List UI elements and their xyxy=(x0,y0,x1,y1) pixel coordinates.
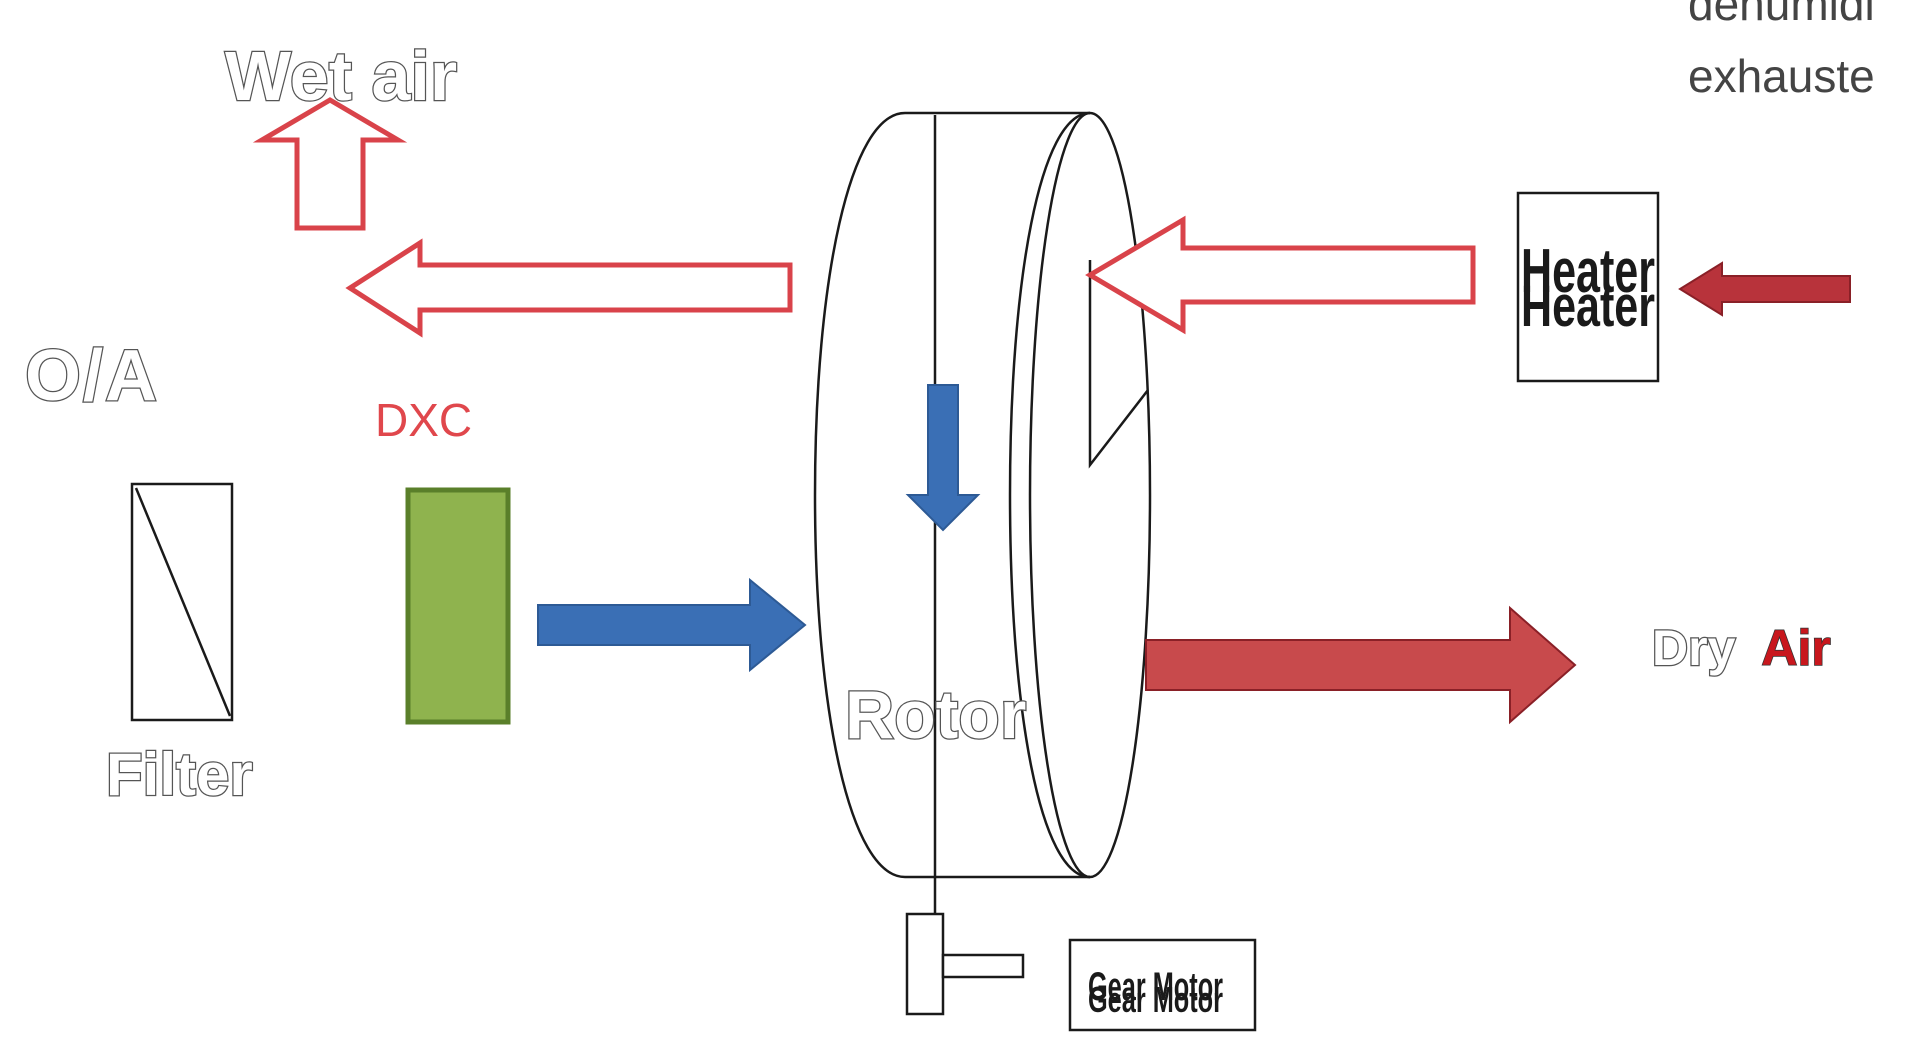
incoming-hot-air-arrow xyxy=(1678,261,1851,317)
motor-shaft xyxy=(941,953,1025,979)
gear-motor-box xyxy=(1068,938,1257,1032)
gear-motor-label: Gear Motor xyxy=(1088,965,1223,1009)
gear-motor-label-shadow: Gear Motor xyxy=(1088,979,1223,1020)
wet-air-up-arrow xyxy=(252,97,408,231)
dry-air-label: Dry Air xyxy=(1652,620,1831,676)
air-word: Air xyxy=(1761,620,1830,676)
dxc-label: DXC xyxy=(375,394,472,446)
motor-shaft-housing xyxy=(905,912,945,1016)
dxc-coil xyxy=(405,487,511,725)
filter-diagonal xyxy=(134,487,232,717)
rotor-label: Rotor xyxy=(845,677,1026,753)
exhaust-air-left-arrow xyxy=(345,238,793,338)
dry-word: Dry xyxy=(1652,620,1736,676)
filter-label: Filter xyxy=(106,741,253,808)
heater-box xyxy=(1516,191,1660,383)
heater-label: Heater xyxy=(1521,237,1655,306)
top-right-text-line2: exhauste xyxy=(1688,50,1875,102)
oa-label: O/A xyxy=(25,336,159,416)
process-air-arrow xyxy=(537,577,807,673)
rotor-wheel xyxy=(813,111,1152,1000)
rotation-down-arrow xyxy=(905,384,981,532)
wet-air-label: Wet air xyxy=(225,37,457,115)
heater-label-shadow: Heater xyxy=(1521,274,1655,339)
top-right-text-line1: dehumidi xyxy=(1688,0,1875,30)
dry-air-arrow xyxy=(1145,605,1577,725)
regeneration-air-arrow xyxy=(1085,215,1476,335)
